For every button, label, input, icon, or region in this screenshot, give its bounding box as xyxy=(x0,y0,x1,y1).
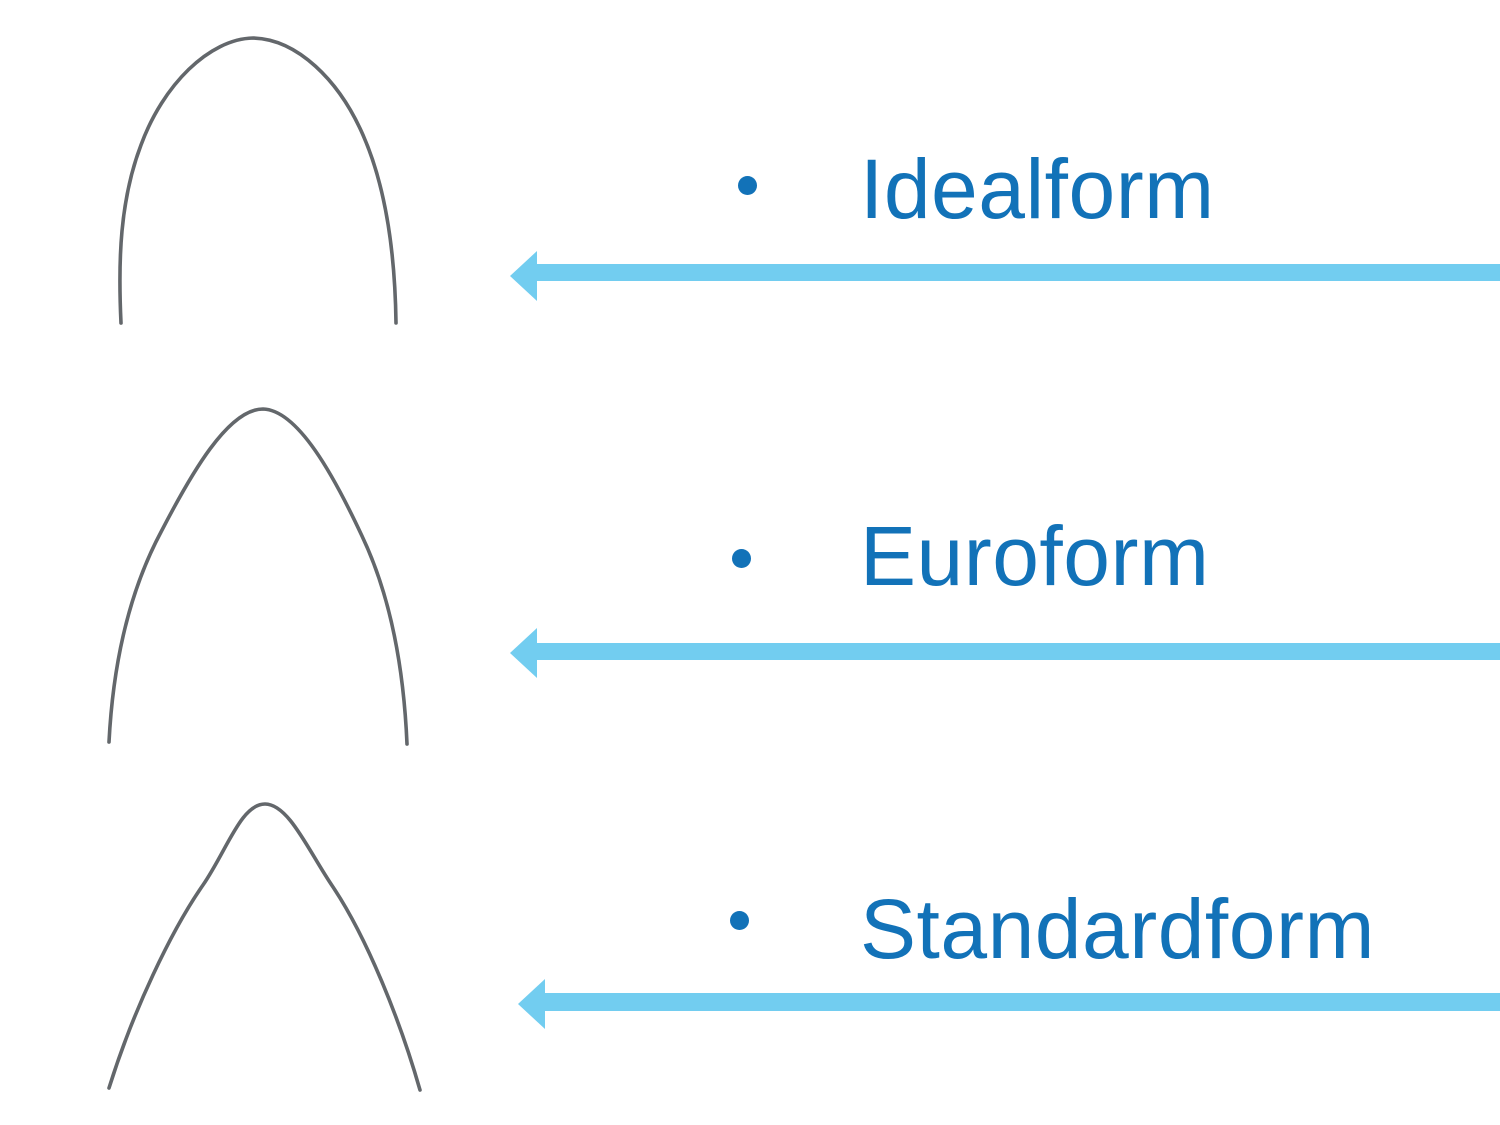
bullet-icon xyxy=(738,176,757,195)
bullet-icon xyxy=(732,549,751,568)
left-arrow-icon xyxy=(518,979,1500,1029)
left-arrow-icon xyxy=(510,251,1500,301)
item-label-euroform: Euroform xyxy=(860,509,1210,603)
idealform-archwire-image xyxy=(118,36,398,325)
euroform-archwire-image xyxy=(107,407,409,746)
left-arrow-icon xyxy=(510,628,1500,678)
standardform-archwire-image xyxy=(107,802,422,1092)
item-label-idealform: Idealform xyxy=(860,142,1215,236)
item-label-standardform: Standardform xyxy=(860,882,1375,976)
bullet-icon xyxy=(730,911,749,930)
